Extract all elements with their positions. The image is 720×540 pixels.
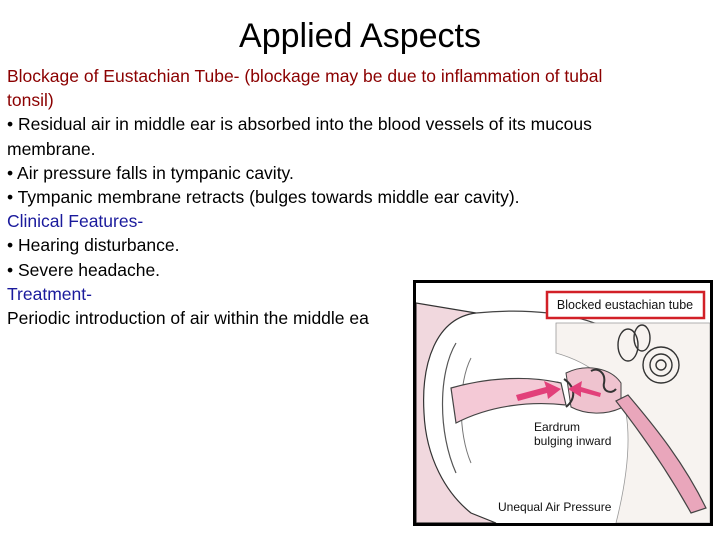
auricle-fold <box>441 342 457 474</box>
semicircular-canals <box>617 324 651 362</box>
cochlea <box>642 346 680 384</box>
bullet-headache: • Severe headache. <box>7 259 161 280</box>
blockage-line: Blockage of Eustachian Tube- (blockage m… <box>7 66 603 86</box>
slide-body: Blockage of Eustachian Tube- (blockage m… <box>7 64 713 330</box>
blocked-tube-label: Blocked eustachian tube <box>557 298 693 312</box>
arrow-inner-pressure <box>568 381 601 397</box>
eustachian-tube <box>615 394 707 514</box>
eardrum-label: Eardrum <box>534 420 580 434</box>
auricle <box>416 302 497 523</box>
bullet-residual-air-cont: membrane. <box>7 138 96 159</box>
bullet-air-pressure: • Air pressure falls in tympanic cavity. <box>7 162 294 183</box>
page-title: Applied Aspects <box>239 17 481 55</box>
treatment-heading: Treatment- <box>7 283 92 304</box>
bullet-tympanic-membrane: • Tympanic membrane retracts (bulges tow… <box>7 187 520 208</box>
clinical-features-heading: Clinical Features- <box>7 211 144 232</box>
bullet-residual-air: • Residual air in middle ear is absorbed… <box>7 114 592 135</box>
blockage-line-cont: tonsil) <box>7 90 54 111</box>
bullet-hearing: • Hearing disturbance. <box>7 235 180 256</box>
ear-diagram: Blocked eustachian tube Eardrum bulging … <box>413 280 713 526</box>
blocked-tube-label-box <box>545 290 706 320</box>
arrow-outer-pressure <box>516 381 561 401</box>
middle-ear-cavity <box>565 367 622 414</box>
eardrum <box>563 378 575 408</box>
ear-illustration: Blocked eustachian tube Eardrum bulging … <box>416 290 710 523</box>
unequal-pressure-label: Unequal Air Pressure <box>498 500 612 514</box>
treatment-text: Periodic introduction of air within the … <box>7 308 369 329</box>
eardrum-label-2: bulging inward <box>534 434 611 448</box>
ossicles <box>590 368 617 393</box>
